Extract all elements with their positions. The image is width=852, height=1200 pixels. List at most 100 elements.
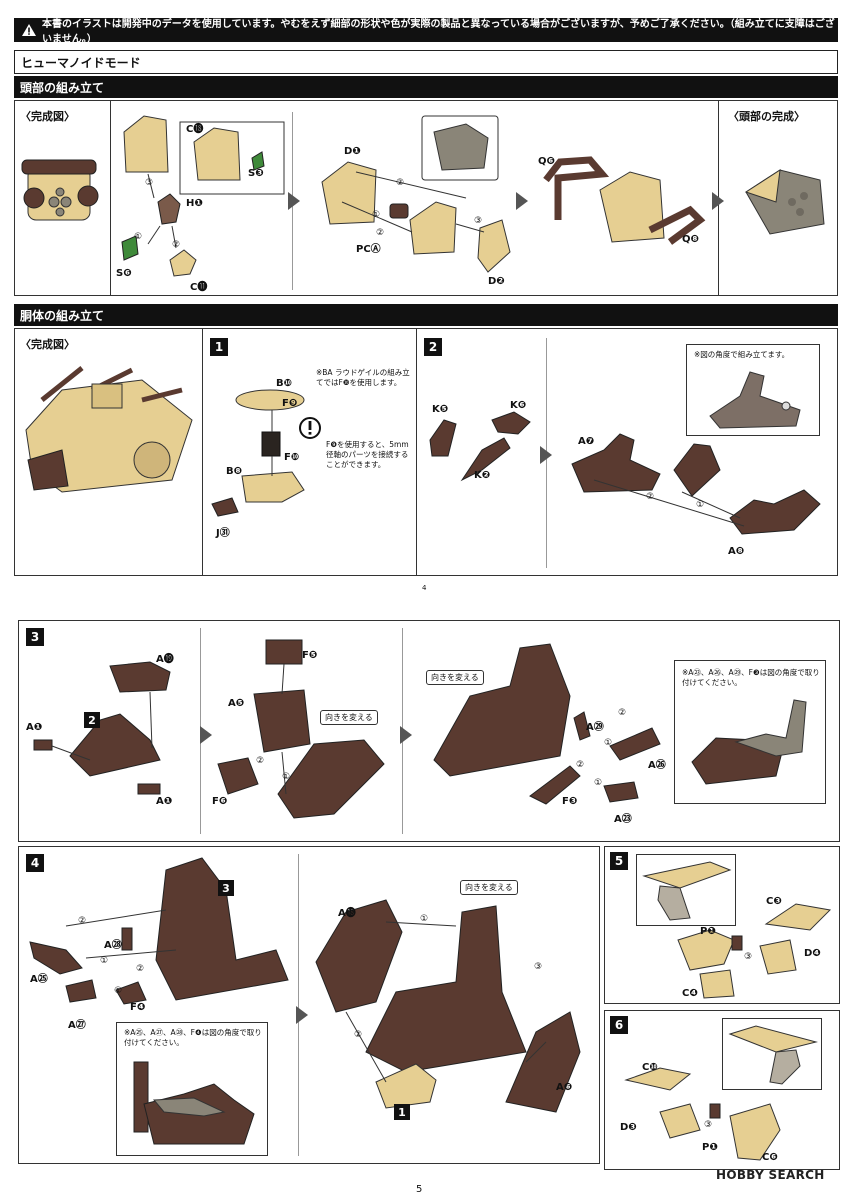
head-parts-diagram: [121, 115, 285, 277]
part-label: A❶: [156, 796, 173, 807]
sub-step-ref: 2: [84, 712, 100, 728]
part-label: C⓫: [190, 282, 208, 293]
step6-diagram: [624, 1067, 781, 1161]
flow-arrow-icon: [540, 446, 552, 464]
part-label: PCⒶ: [356, 244, 381, 255]
part-label: A㉘: [104, 940, 122, 951]
page-number: 5: [416, 1184, 423, 1195]
head-complete-figure: [21, 159, 99, 221]
step1-note: ※BA ラウドゲイルの組み立てではF❿を使用します。: [316, 368, 410, 387]
flow-arrow-icon: [712, 192, 724, 210]
step-marker: ①: [134, 232, 143, 242]
step3-diagram-a: [33, 661, 171, 795]
part-label: D❹: [804, 948, 821, 959]
part-label: F❿: [284, 452, 300, 463]
part-label: C❹: [682, 988, 698, 999]
step4-diagram-b: [315, 899, 581, 1113]
part-label: B❽: [226, 466, 243, 477]
turn-label: 向きを変える: [426, 670, 484, 685]
step-marker: ②: [172, 240, 181, 250]
step-marker: ③: [534, 962, 543, 972]
step-marker: ①: [282, 772, 291, 782]
part-label: B❿: [276, 378, 293, 389]
step-marker: ①: [372, 210, 381, 220]
warning-icon: [22, 24, 36, 36]
step4-note: ※A㉕、A㉗、A㉘、F❹は図の角度で取り付けてください。: [124, 1028, 262, 1047]
part-label: C❿: [642, 1062, 658, 1073]
step4-diagram-a: [29, 857, 289, 1005]
part-label: A⓳: [156, 654, 174, 665]
flow-arrow-icon: [296, 1006, 308, 1024]
step2-assembly-diagram: [571, 433, 821, 535]
step-marker: ②: [618, 708, 627, 718]
part-label: S❸: [248, 168, 264, 179]
part-label: F❸: [562, 796, 578, 807]
part-label: D❸: [620, 1122, 637, 1133]
step2-note: ※図の角度で組み立てます。: [694, 350, 790, 359]
part-label: J㉛: [216, 528, 230, 539]
part-label: Q❽: [682, 234, 699, 245]
step2-diagram: [429, 411, 531, 482]
step-marker: ①: [100, 956, 109, 966]
caution-icon: [299, 417, 321, 439]
complete-label: 〈完成図〉: [20, 338, 75, 351]
step-marker: ②: [78, 916, 87, 926]
step-marker: ②: [376, 228, 385, 238]
complete-label: 〈完成図〉: [20, 110, 75, 123]
sub-step-ref: 1: [394, 1104, 410, 1120]
step2-detail-figure: [709, 371, 801, 429]
part-label: C⓲: [186, 124, 204, 135]
part-label: F❹: [130, 1002, 146, 1013]
divider: [202, 328, 204, 576]
part-label: F❺: [302, 650, 318, 661]
part-label: P❶: [700, 926, 716, 937]
part-label: A⓲: [338, 908, 356, 919]
step-marker: ②: [396, 178, 405, 188]
step6-detail-figure: [728, 1025, 818, 1085]
part-label: F❻: [212, 796, 228, 807]
notice-text: 本書のイラストは開発中のデータを使用しています。やむをえず細部の形状や色が実際の…: [42, 19, 835, 45]
part-label: A❶: [26, 722, 43, 733]
sub-step-ref: 3: [218, 880, 234, 896]
turn-label: 向きを変える: [320, 710, 378, 725]
step-marker: ③: [145, 178, 154, 188]
step5-detail-figure: [642, 861, 732, 921]
part-label: A❻: [556, 1082, 573, 1093]
flow-arrow-icon: [200, 726, 212, 744]
part-label: A㉖: [648, 760, 666, 771]
part-label: K❷: [474, 470, 491, 481]
step3-detail-figure: [691, 699, 807, 785]
part-label: A❼: [578, 436, 595, 447]
flow-arrow-icon: [288, 192, 300, 210]
part-label: A❺: [228, 698, 245, 709]
head-section-header: 頭部の組み立て: [14, 76, 838, 98]
step3-note: ※A㉓、A㉖、A㉙、F❸は図の角度で取り付けてください。: [682, 668, 820, 687]
part-label: K❻: [510, 400, 527, 411]
mode-title: ヒューマノイドモード: [14, 50, 838, 74]
divider: [298, 854, 299, 1156]
page-marker: 4: [422, 584, 427, 592]
part-label: A㉙: [586, 722, 604, 733]
part-label: D❶: [344, 146, 361, 157]
turn-label: 向きを変える: [460, 880, 518, 895]
part-label: A㉕: [30, 974, 48, 985]
part-label: K❺: [432, 404, 449, 415]
step-marker: ③: [474, 216, 483, 226]
step-marker: ②: [646, 492, 655, 502]
step-marker: ①: [604, 738, 613, 748]
step-marker: ①: [594, 778, 603, 788]
step-marker: ②: [354, 1030, 363, 1040]
step-marker: ②: [576, 760, 585, 770]
part-label: S❻: [116, 268, 132, 279]
step4-detail-figure: [133, 1061, 255, 1145]
body-section-header: 胴体の組み立て: [14, 304, 838, 326]
watermark: HOBBY SEARCH: [716, 1168, 825, 1182]
part-label: F❾: [282, 398, 298, 409]
step-marker: ③: [704, 1120, 713, 1130]
step-marker: ②: [136, 964, 145, 974]
step3-diagram-b: [217, 639, 385, 819]
head-complete-label: 〈頭部の完成〉: [728, 110, 805, 123]
flow-arrow-icon: [400, 726, 412, 744]
step-number: 2: [424, 338, 442, 356]
part-label: Q❻: [538, 156, 555, 167]
